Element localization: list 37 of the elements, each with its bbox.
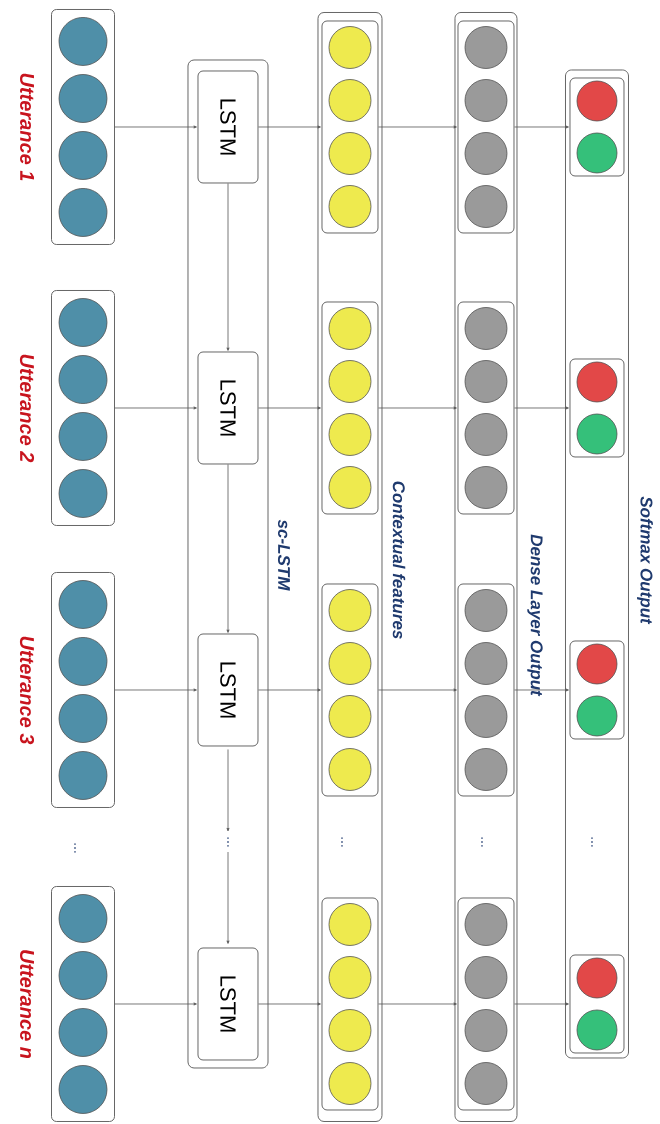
- layer-label: Softmax Output: [637, 496, 653, 625]
- arrow: [378, 125, 457, 129]
- arrow: [378, 1002, 457, 1006]
- lstm-box: LSTM: [197, 70, 259, 184]
- ellipsis: ...: [591, 837, 593, 847]
- arrow: [114, 688, 197, 692]
- lstm-box: LSTM: [197, 351, 259, 465]
- arrow: [114, 406, 197, 410]
- ellipsis: ...: [341, 837, 343, 847]
- arrow: [514, 1002, 569, 1006]
- arrow: [258, 125, 321, 129]
- lstm-box: LSTM: [197, 947, 259, 1061]
- lstm-box: LSTM: [197, 633, 259, 747]
- arrow: [514, 688, 569, 692]
- layer-label: sc-LSTM: [277, 519, 290, 591]
- utterance-label: Utterance 2: [19, 354, 35, 463]
- layer-label: Contextual features: [392, 481, 406, 639]
- ellipsis: ...: [481, 837, 483, 847]
- layer-label: Dense Layer Output: [527, 534, 543, 697]
- arrow: [226, 749, 230, 832]
- arrow: [514, 406, 569, 410]
- arrow: [226, 464, 230, 633]
- arrow: [226, 183, 230, 351]
- arrow: [514, 125, 569, 129]
- ellipsis: ...: [227, 837, 229, 847]
- utterance-label: Utterance 3: [19, 636, 35, 745]
- ellipsis: ...: [74, 843, 76, 853]
- arrow: [114, 125, 197, 129]
- arrow: [378, 406, 457, 410]
- arrow: [114, 1002, 197, 1006]
- arrow: [258, 688, 321, 692]
- utterance-label: Utterance n: [20, 950, 34, 1059]
- arrow: [378, 688, 457, 692]
- utterance-label: Utterance 1: [20, 73, 34, 181]
- arrow: [258, 1002, 321, 1006]
- arrow: [258, 406, 321, 410]
- arrow: [226, 851, 230, 944]
